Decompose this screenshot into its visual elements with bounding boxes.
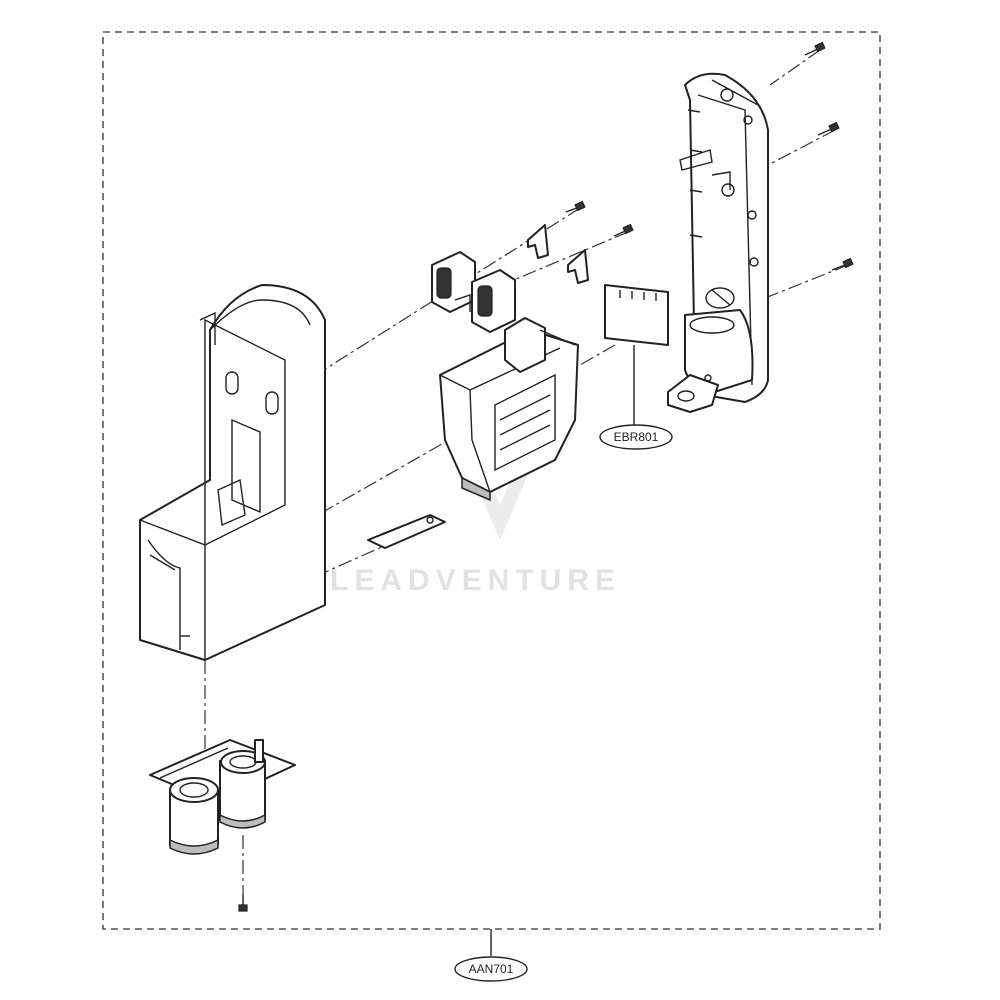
- control-board: [604, 284, 669, 425]
- nozzle-bracket: [149, 739, 296, 855]
- watermark-text: LEADVENTURE: [330, 564, 621, 597]
- back-mounting-panel: [667, 72, 769, 413]
- retaining-clips: [527, 224, 589, 284]
- panel-screws: [565, 41, 854, 271]
- assembly-callout-label: AAN701: [469, 962, 514, 976]
- bracket-screw: [238, 895, 248, 912]
- board-callout-ellipse: [599, 424, 673, 450]
- front-cover: [139, 284, 326, 661]
- assembly-callout: AAN701: [454, 956, 528, 982]
- assembly-boundary-frame: [102, 31, 881, 930]
- switch-modules: [431, 251, 516, 333]
- dispenser-housing: [439, 317, 579, 502]
- board-callout-label: EBR801: [614, 430, 659, 444]
- spring-plate: [367, 514, 446, 549]
- board-callout: EBR801: [599, 424, 673, 450]
- assembly-callout-ellipse: [454, 956, 528, 982]
